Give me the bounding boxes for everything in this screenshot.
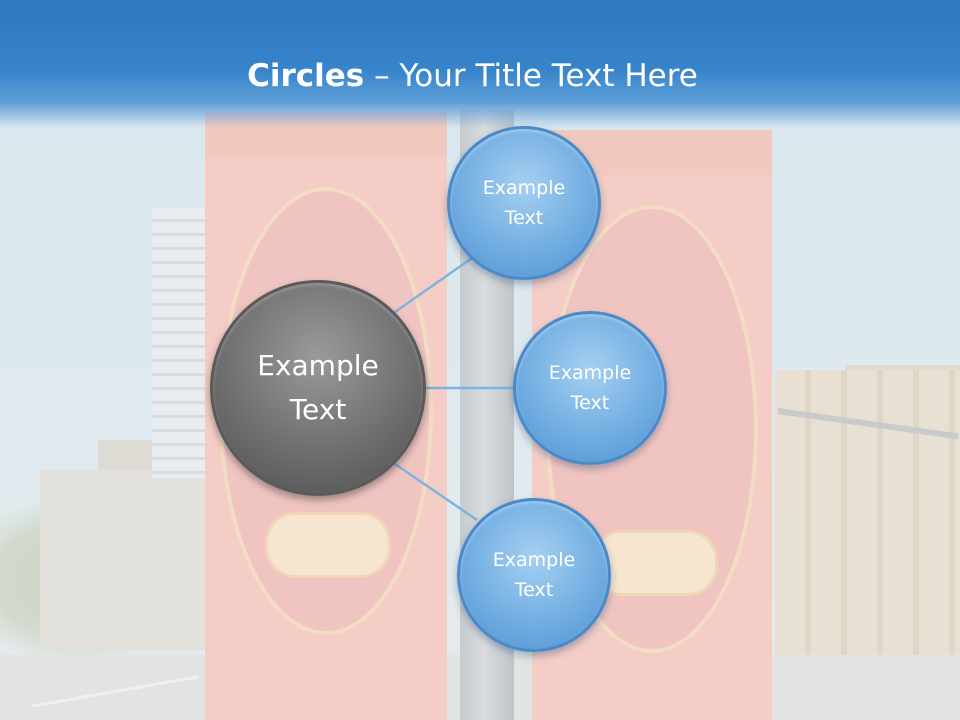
connector-1 xyxy=(394,254,476,314)
node-circle-2[interactable]: Example Text xyxy=(513,311,667,465)
connector-3 xyxy=(394,462,478,522)
tower-building xyxy=(152,208,212,478)
title-bold: Circles xyxy=(247,58,365,94)
title-bar: Circles – Your Title Text Here xyxy=(0,0,960,128)
node-circle-1[interactable]: Example Text xyxy=(447,126,601,280)
node-label-1: Example Text xyxy=(482,177,566,229)
hub-label: Example Text xyxy=(257,349,379,426)
node-circle-3[interactable]: Example Text xyxy=(457,498,611,652)
hub-circle[interactable]: Example Text xyxy=(210,280,426,496)
building xyxy=(40,470,215,650)
node-label-3: Example Text xyxy=(492,549,576,601)
node-label-2: Example Text xyxy=(548,362,632,414)
building xyxy=(775,370,960,660)
title-rest: – Your Title Text Here xyxy=(364,58,698,94)
slide-title[interactable]: Circles – Your Title Text Here xyxy=(0,52,945,100)
